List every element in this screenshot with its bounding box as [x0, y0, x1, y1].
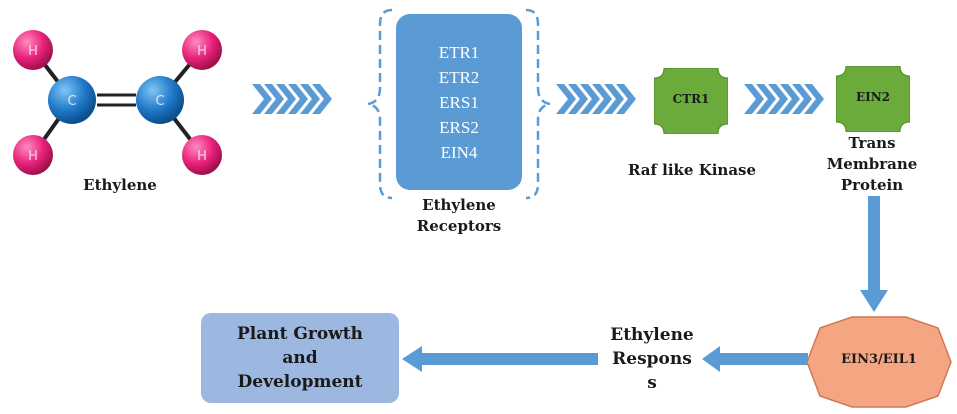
receptor-etr2: ETR2 [438, 67, 480, 87]
plant-growth-box: Plant Growth and Development [201, 313, 399, 403]
receptors-label-line1: Ethylene [422, 196, 496, 214]
receptor-braces [367, 8, 551, 200]
raf-like-kinase-label: Raf like Kinase [627, 161, 757, 179]
ein2-desc-line3: Protein [840, 176, 904, 194]
left-arrow-2 [402, 346, 598, 372]
ein2-shape [836, 66, 910, 132]
plant-growth-line1: Plant Growth [236, 324, 364, 344]
chevron-arrow-2 [556, 84, 636, 114]
carbon-atom-right: C [136, 76, 184, 124]
ethylene-responses-line1: Ethylene [610, 325, 694, 345]
left-arrow-1 [702, 346, 808, 372]
ethylene-molecule-svg: H H H H C C [13, 30, 222, 175]
hydrogen-atom-bottom-right: H [182, 135, 222, 175]
ctr1-label: CTR1 [672, 92, 710, 106]
ein3-eil1-label: EIN3/EIL1 [841, 352, 917, 367]
receptor-ers2: ERS2 [439, 117, 479, 137]
svg-text:H: H [197, 149, 207, 164]
hydrogen-atom-top-left: H [13, 30, 53, 70]
ein2-label: EIN2 [855, 90, 891, 104]
plant-growth-line2: and [282, 348, 318, 368]
ein2-desc-line1: Trans [848, 134, 896, 152]
plant-growth-line3: Development [237, 372, 363, 392]
chevron-arrow-1 [252, 84, 332, 114]
receptor-etr1: ETR1 [438, 42, 480, 62]
ein3-eil1-shape [806, 316, 952, 408]
svg-text:C: C [67, 94, 76, 109]
svg-text:H: H [197, 44, 207, 59]
svg-text:H: H [28, 149, 38, 164]
hydrogen-atom-bottom-left: H [13, 135, 53, 175]
hydrogen-atom-top-right: H [182, 30, 222, 70]
receptors-label-line2: Receptors [416, 217, 502, 235]
ctr1-shape [654, 68, 728, 134]
carbon-atom-left: C [48, 76, 96, 124]
ethylene-label: Ethylene [83, 176, 157, 194]
receptor-ein4: EIN4 [440, 142, 478, 162]
ein2-desc-line2: Membrane [826, 155, 918, 173]
receptor-ers1: ERS1 [439, 92, 479, 112]
ethylene-responses-line2: Respons [612, 349, 692, 369]
ethylene-responses-line3: s [647, 373, 657, 393]
ethylene-molecule: H H H H C C [0, 0, 240, 200]
svg-text:H: H [28, 44, 38, 59]
chevron-arrow-3 [744, 84, 824, 114]
ethylene-receptors-box: ETR1 ETR2 ERS1 ERS2 EIN4 [396, 14, 522, 190]
svg-text:C: C [155, 94, 164, 109]
down-arrow [860, 196, 888, 312]
